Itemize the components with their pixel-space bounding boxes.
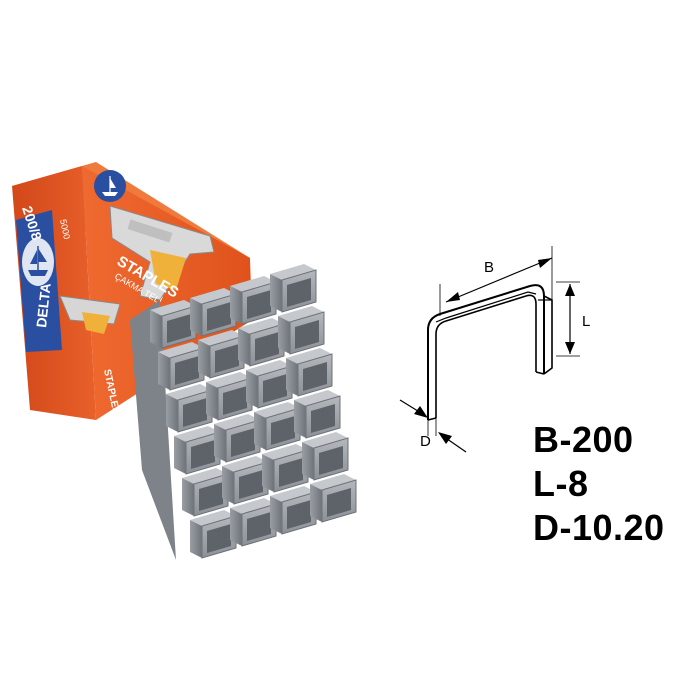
- staple-outline: [427, 284, 545, 420]
- dimension-l-label: L: [582, 313, 590, 330]
- staple-block: [214, 414, 261, 463]
- staple-block: [238, 318, 285, 367]
- staple-box: DELTA 200/8 5000 STAPLES ÇAKMA TELİ STAP…: [12, 162, 252, 420]
- staple-stacks: [130, 264, 357, 560]
- dimension-d-label: D: [420, 433, 431, 450]
- staple-block: [230, 498, 277, 547]
- dimension-b-label: B: [484, 259, 494, 276]
- staple-block: [278, 306, 325, 355]
- staple-outline-inner: [435, 294, 537, 418]
- staple-block: [206, 372, 253, 421]
- spec-d-value: D-10.20: [533, 507, 665, 548]
- staple-block: [182, 468, 229, 517]
- staple-block: [150, 300, 197, 349]
- staple-block: [166, 384, 213, 433]
- staple-stack-side: [130, 300, 176, 560]
- staple-block: [262, 444, 309, 493]
- delta-ship-logo: [22, 238, 54, 286]
- staple-block: [230, 276, 277, 325]
- spec-l-value: L-8: [533, 463, 589, 504]
- staple-block: [286, 348, 333, 397]
- staple-block: [222, 456, 269, 505]
- staple-block: [270, 264, 317, 313]
- staple-block: [190, 510, 237, 559]
- staple-dimension-diagram: B L D: [399, 246, 590, 453]
- dimension-b-line: [445, 257, 553, 303]
- staple-block: [190, 288, 237, 337]
- staple-block: [254, 402, 301, 451]
- spec-list: B-200 L-8 D-10.20: [533, 418, 665, 550]
- staple-block: [310, 474, 357, 523]
- staple-block: [246, 360, 293, 409]
- staple-block: [174, 426, 221, 475]
- stapler-gun-illustration: [59, 205, 215, 334]
- staple-block: [294, 390, 341, 439]
- staple-block: [270, 486, 317, 535]
- staple-block: [302, 432, 349, 481]
- spec-b-value: B-200: [533, 419, 634, 460]
- staple-block: [198, 330, 245, 379]
- staple-block: [158, 342, 205, 391]
- box-count-text: 5000: [58, 218, 72, 240]
- box-brand-text: DELTA: [33, 282, 54, 328]
